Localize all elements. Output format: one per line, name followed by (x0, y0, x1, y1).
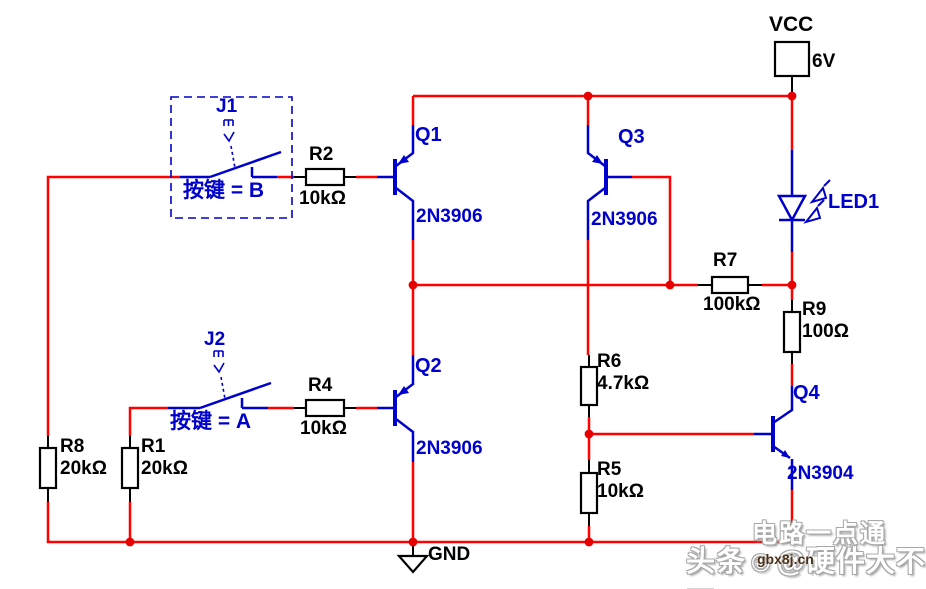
watermark-brand-top: 电路一点通 (752, 520, 888, 548)
r8-ref[interactable]: R8 (60, 436, 85, 457)
r7-ref[interactable]: R7 (713, 250, 738, 271)
resistor-R6[interactable] (579, 365, 599, 407)
junction-dot (787, 280, 797, 290)
q3-ref[interactable]: Q3 (618, 126, 645, 148)
watermark-brand-bottom: 头条☺@硬件大不同 (686, 546, 926, 589)
junction-dot (584, 429, 594, 439)
q4-emitter-arrow (781, 450, 790, 458)
r9-ref[interactable]: R9 (802, 299, 827, 320)
r9-value[interactable]: 100Ω (802, 321, 849, 342)
q1-part[interactable]: 2N3906 (416, 206, 483, 227)
gnd-label: GND (428, 544, 471, 565)
junction-dot (583, 91, 593, 101)
wire-j2-r1[interactable] (128, 406, 168, 436)
switch-J2[interactable] (168, 350, 272, 410)
junction-dot (408, 537, 418, 547)
r6-value[interactable]: 4.7kΩ (597, 373, 650, 394)
j1-key-actuator-icon (223, 119, 236, 169)
wire-gnd-rail[interactable] (46, 502, 792, 544)
q1-ref[interactable]: Q1 (415, 124, 442, 146)
resistor-R4[interactable] (304, 398, 346, 418)
q2-emitter-arrow (398, 386, 409, 395)
led-emission-arrows (803, 179, 831, 224)
q3-part[interactable]: 2N3906 (591, 209, 658, 230)
junction-dot (665, 280, 675, 290)
q2-ref[interactable]: Q2 (415, 355, 442, 377)
led-LED1[interactable] (776, 150, 831, 252)
resistor-R9[interactable] (782, 310, 802, 354)
resistor-R2[interactable] (304, 167, 346, 187)
r7-value[interactable]: 100kΩ (703, 294, 761, 315)
switch-J1[interactable] (180, 119, 282, 179)
resistor-bodies (38, 167, 802, 515)
junction-dot (787, 91, 797, 101)
junction-dot (125, 537, 135, 547)
resistor-R5[interactable] (579, 471, 599, 515)
r1-ref[interactable]: R1 (141, 436, 166, 457)
watermark-site-url: gbx8j.cn (757, 551, 814, 567)
r2-value[interactable]: 10kΩ (299, 188, 346, 209)
transistor-Q3[interactable] (586, 125, 632, 240)
component-leads (47, 76, 793, 556)
wire-q3-base[interactable] (632, 175, 672, 285)
q2-part[interactable]: 2N3906 (416, 438, 483, 459)
wires (46, 94, 794, 544)
r5-value[interactable]: 10kΩ (597, 481, 644, 502)
wire-j1-left-rail[interactable] (46, 175, 180, 436)
j2-key-actuator-icon (213, 350, 226, 400)
junction-dot (584, 537, 594, 547)
q4-part[interactable]: 2N3904 (787, 463, 854, 484)
r4-ref[interactable]: R4 (308, 375, 333, 396)
r5-ref[interactable]: R5 (597, 459, 622, 480)
vcc-label: VCC (769, 13, 814, 36)
resistor-R7[interactable] (710, 275, 750, 295)
q1-emitter-arrow (398, 155, 409, 164)
vcc-source-symbol[interactable] (773, 40, 811, 78)
j1-caption: 按键 = B (183, 179, 265, 202)
resistor-R8[interactable] (38, 446, 58, 490)
vcc-value: 6V (812, 51, 836, 72)
r4-value[interactable]: 10kΩ (300, 418, 347, 439)
q3-emitter-arrow (592, 155, 603, 164)
resistor-R1[interactable] (120, 446, 140, 490)
j1-ref[interactable]: J1 (216, 96, 238, 117)
led1-ref[interactable]: LED1 (828, 191, 880, 213)
transistor-Q2[interactable] (377, 355, 415, 462)
j1-selection-box (170, 96, 293, 219)
r1-value[interactable]: 20kΩ (141, 458, 188, 479)
junction-dot (408, 280, 418, 290)
r8-value[interactable]: 20kΩ (60, 458, 107, 479)
junction-dots (125, 91, 797, 547)
r6-ref[interactable]: R6 (597, 351, 622, 372)
transistor-Q4[interactable] (754, 386, 794, 490)
transistor-Q1[interactable] (377, 125, 415, 240)
j2-caption: 按键 = A (170, 410, 252, 433)
j2-ref[interactable]: J2 (204, 329, 226, 350)
q4-ref[interactable]: Q4 (793, 382, 820, 404)
gnd-symbol[interactable] (396, 554, 430, 574)
r2-ref[interactable]: R2 (309, 144, 334, 165)
